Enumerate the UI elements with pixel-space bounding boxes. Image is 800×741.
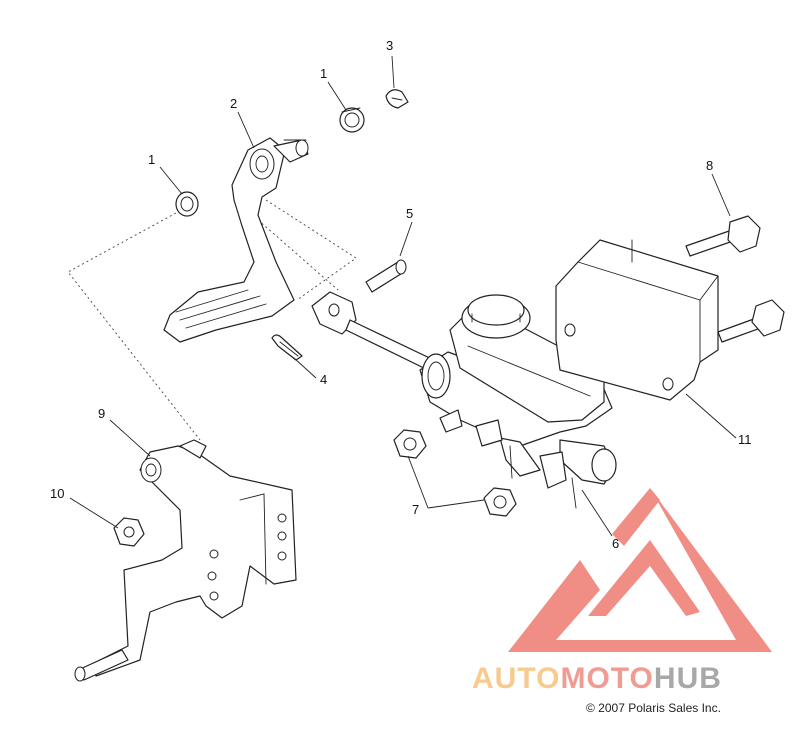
bolt-lower — [717, 299, 785, 343]
leader-lines — [69, 55, 737, 537]
callout-1-top: 1 — [320, 66, 327, 81]
retaining-clip — [385, 89, 409, 109]
watermark-hub: HUB — [654, 662, 722, 695]
callout-1-left: 1 — [148, 152, 155, 167]
callout-6: 6 — [612, 536, 619, 551]
callout-9: 9 — [98, 406, 105, 421]
svg-text:AUTOMOTOHUB: AUTOMOTOHUB — [472, 662, 722, 695]
callout-5: 5 — [406, 206, 413, 221]
bushing-left — [175, 191, 199, 217]
nut-bracket — [113, 517, 145, 547]
nut-right — [483, 487, 517, 517]
callout-11: 11 — [738, 432, 752, 447]
copyright-notice: © 2007 Polaris Sales Inc. — [586, 701, 721, 715]
assembly-guide-lines — [67, 199, 357, 441]
watermark-triangle-inner — [588, 488, 700, 616]
watermark-moto: MOTO — [560, 662, 653, 695]
bushing-top — [339, 107, 365, 133]
brake-pedal — [163, 137, 309, 343]
callout-4: 4 — [320, 372, 327, 387]
clevis-pin — [365, 259, 407, 293]
watermark-triangle-outer — [508, 488, 772, 652]
bolt-upper — [685, 215, 761, 257]
master-cylinder-bracket — [555, 239, 719, 401]
watermark-auto: AUTO — [472, 662, 560, 695]
callout-7: 7 — [412, 502, 419, 517]
callout-10: 10 — [50, 486, 64, 501]
pushrod-clevis — [311, 291, 439, 373]
pedal-mount-bracket — [74, 439, 297, 682]
callout-3: 3 — [386, 38, 393, 53]
master-cylinder — [419, 294, 617, 509]
cotter-pin — [271, 334, 303, 361]
callout-labels: 1 1 2 3 4 5 6 7 8 9 10 11 — [50, 38, 752, 551]
callout-2: 2 — [230, 96, 237, 111]
nut-left — [393, 429, 427, 459]
automotohub-watermark: AUTOMOTOHUB — [472, 488, 772, 695]
callout-8: 8 — [706, 158, 713, 173]
